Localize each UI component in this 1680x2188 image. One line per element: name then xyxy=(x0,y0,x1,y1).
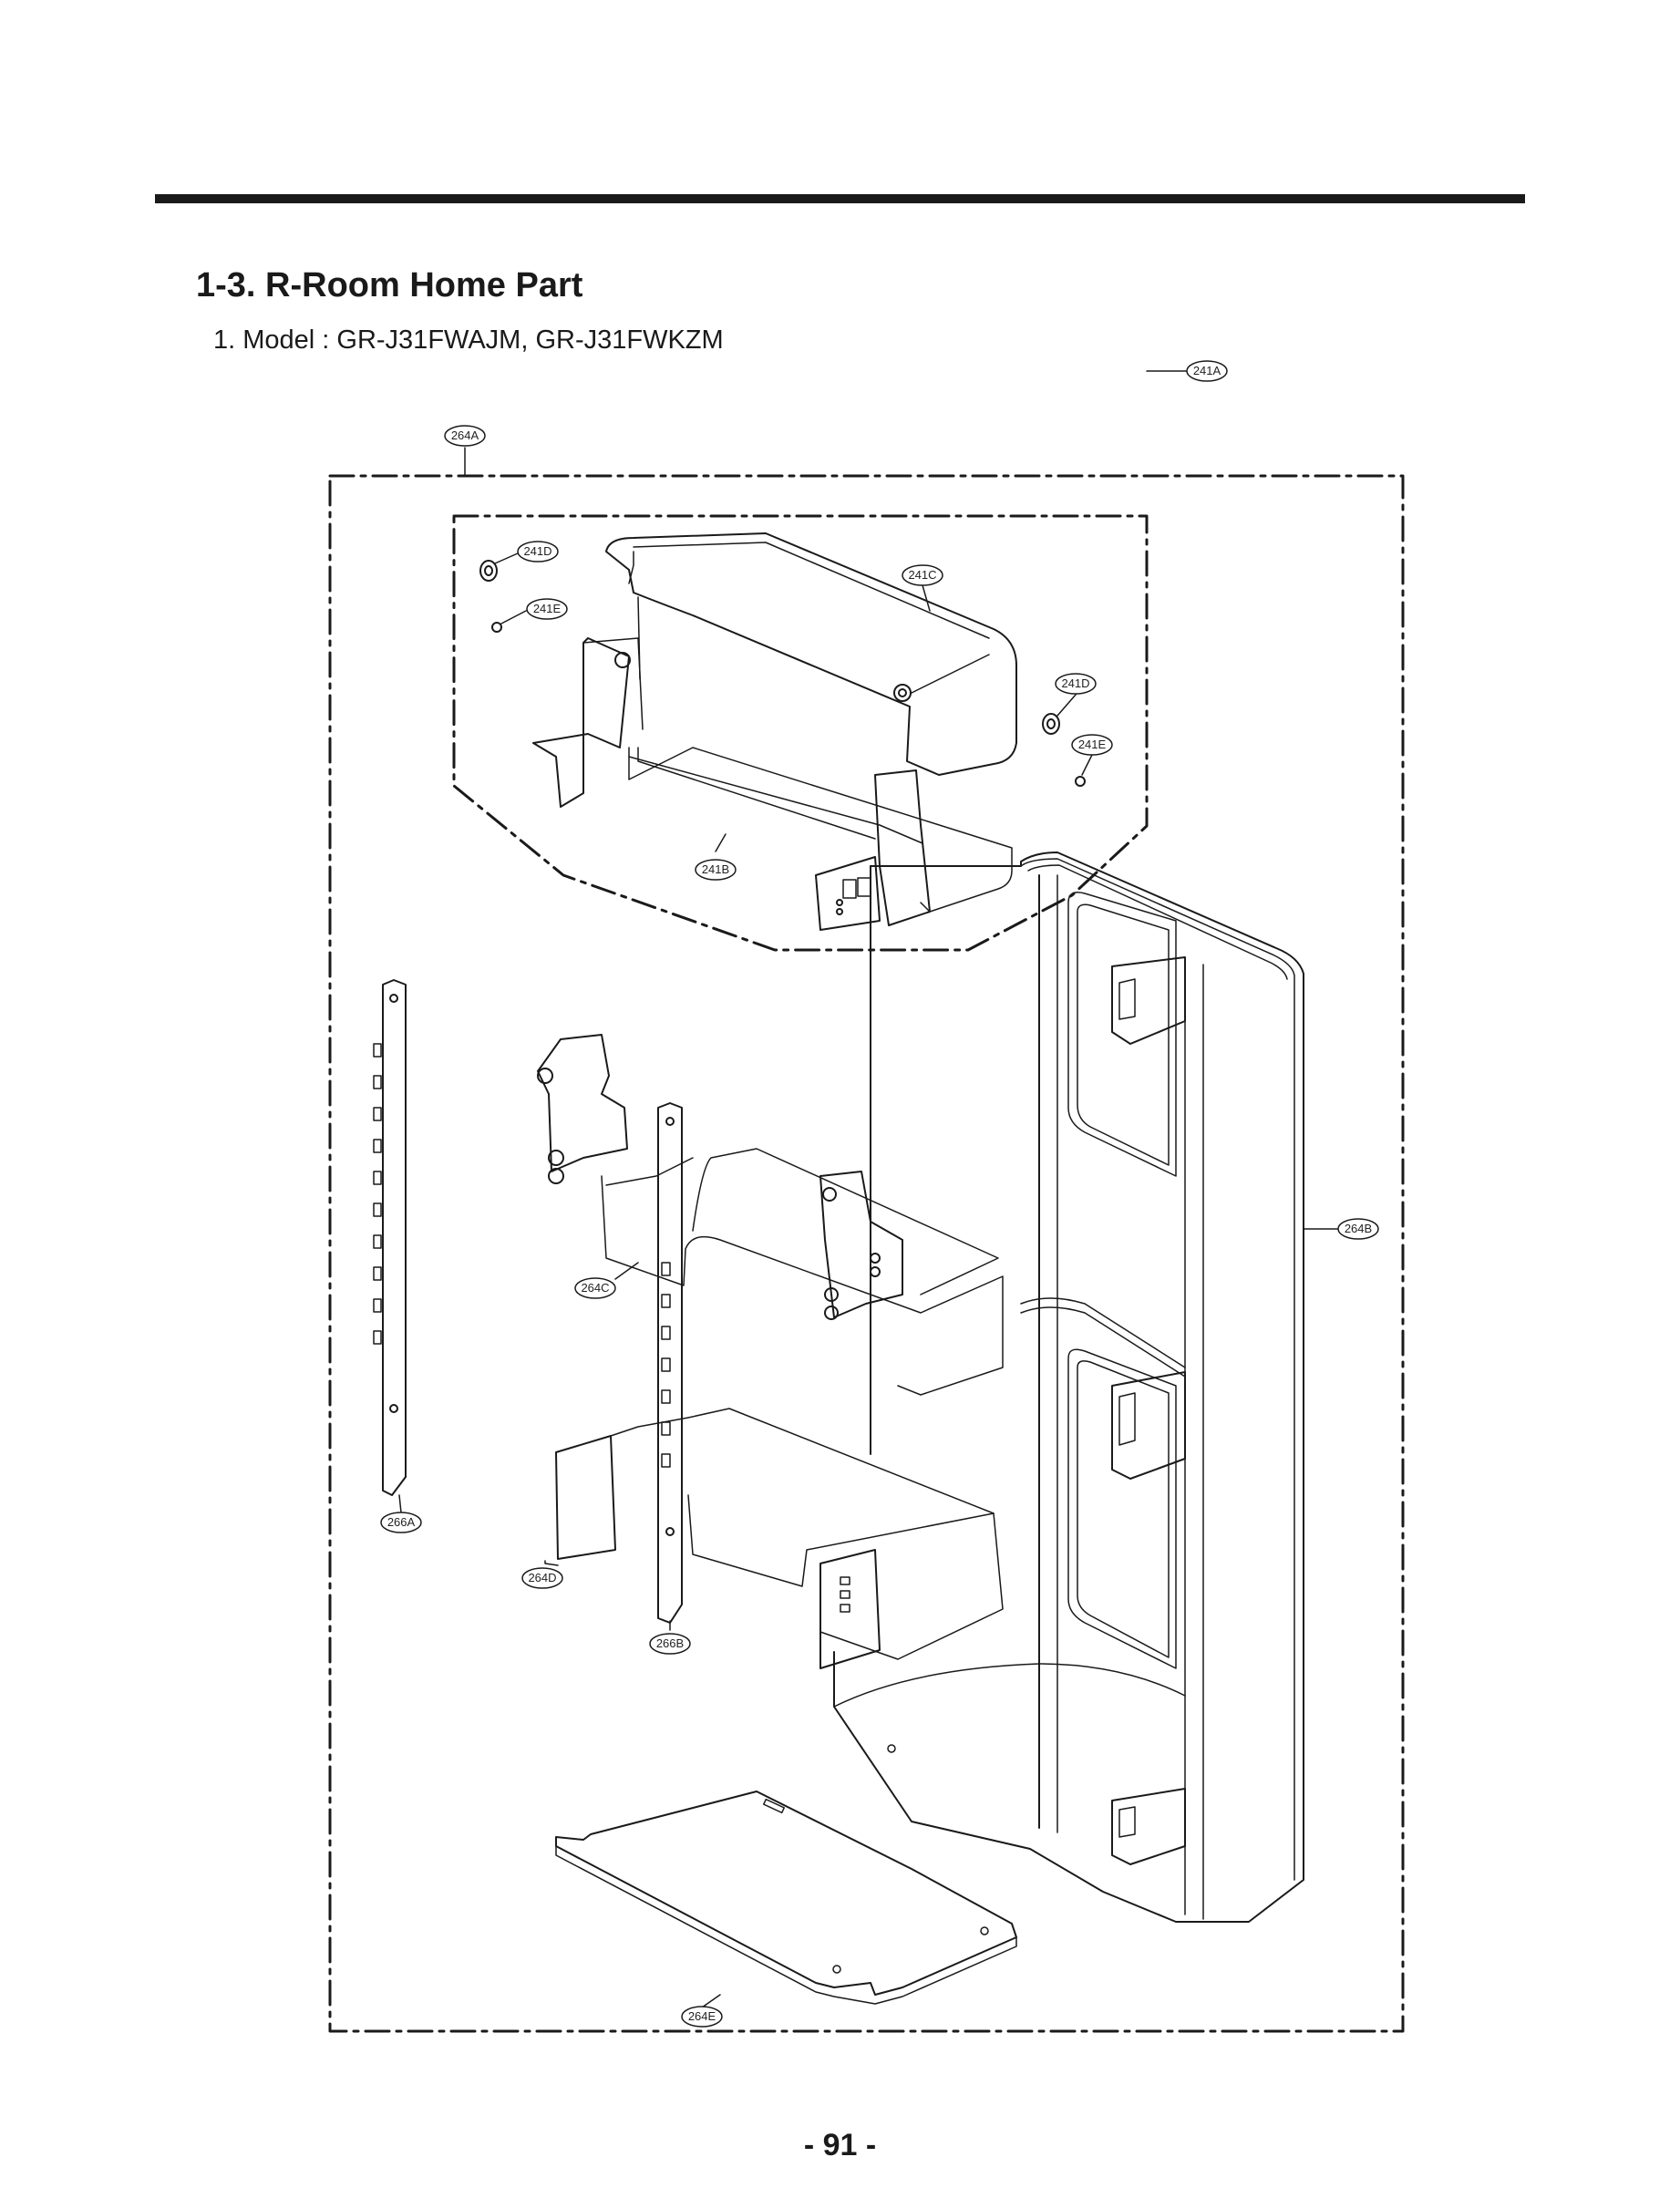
callout-266A: 266A xyxy=(380,1512,422,1533)
leader-241D-left xyxy=(494,552,519,564)
assembly-boundary xyxy=(328,474,1405,2033)
callout-241E-right: 241E xyxy=(1071,734,1113,756)
callout-264E: 264E xyxy=(681,2006,723,2028)
leader-264D xyxy=(544,1560,559,1566)
sub-assembly-boundary xyxy=(452,514,1149,952)
svg-text:266B: 266B xyxy=(656,1636,684,1650)
svg-text:241E: 241E xyxy=(533,602,562,615)
basket-264D xyxy=(555,1408,1004,1669)
leader-264E xyxy=(701,1994,721,2008)
callout-241B: 241B xyxy=(695,859,737,881)
rail-266B xyxy=(657,1102,683,1624)
callout-264B: 264B xyxy=(1337,1218,1379,1240)
page-title: 1-3. R-Room Home Part xyxy=(196,266,583,304)
callout-241D-left: 241D xyxy=(517,541,559,562)
callout-241C: 241C xyxy=(902,564,943,586)
leader-241B xyxy=(715,833,727,852)
leader-241E-right xyxy=(1081,754,1093,776)
callout-264D: 264D xyxy=(521,1567,563,1589)
callout-241D-right: 241D xyxy=(1055,673,1097,695)
leader-241D-right xyxy=(1056,694,1077,717)
bottom-cover-264E xyxy=(555,1791,1017,2005)
svg-text:241E: 241E xyxy=(1078,738,1107,751)
leader-266A xyxy=(398,1494,402,1513)
screw-241E-left xyxy=(491,622,502,633)
leader-241E-left xyxy=(500,610,527,624)
basket-264C xyxy=(537,1034,1004,1396)
callout-264A: 264A xyxy=(444,425,486,447)
page-number: - 91 - xyxy=(803,2128,877,2162)
svg-text:241D: 241D xyxy=(523,544,551,558)
svg-text:264C: 264C xyxy=(581,1281,609,1295)
callout-241E-left: 241E xyxy=(526,598,568,620)
rail-266A xyxy=(373,979,407,1496)
callout-241A: 241A xyxy=(1186,360,1228,382)
svg-text:241C: 241C xyxy=(908,568,936,582)
basket-cover-241C xyxy=(605,532,1017,776)
svg-text:264B: 264B xyxy=(1345,1222,1372,1235)
leader-264C xyxy=(614,1262,639,1280)
callout-264C: 264C xyxy=(574,1277,616,1299)
svg-text:264A: 264A xyxy=(451,428,479,442)
svg-text:241D: 241D xyxy=(1061,676,1089,690)
washer-241D-right xyxy=(1042,713,1060,735)
svg-text:264D: 264D xyxy=(528,1571,556,1584)
svg-text:241B: 241B xyxy=(702,862,729,876)
washer-241D-left xyxy=(479,560,498,582)
basket-241B xyxy=(532,637,1013,931)
svg-text:266A: 266A xyxy=(387,1515,416,1529)
door-liner xyxy=(833,851,1304,1923)
leader-241C xyxy=(922,584,931,612)
callout-leaders xyxy=(398,370,1339,2008)
model-subtitle: 1. Model : GR-J31FWAJM, GR-J31FWKZM xyxy=(213,325,724,355)
callout-266B: 266B xyxy=(649,1633,691,1655)
svg-text:264E: 264E xyxy=(688,2009,716,2023)
top-rule xyxy=(155,194,1525,203)
svg-text:241A: 241A xyxy=(1193,364,1221,377)
screw-241E-right xyxy=(1075,776,1086,787)
